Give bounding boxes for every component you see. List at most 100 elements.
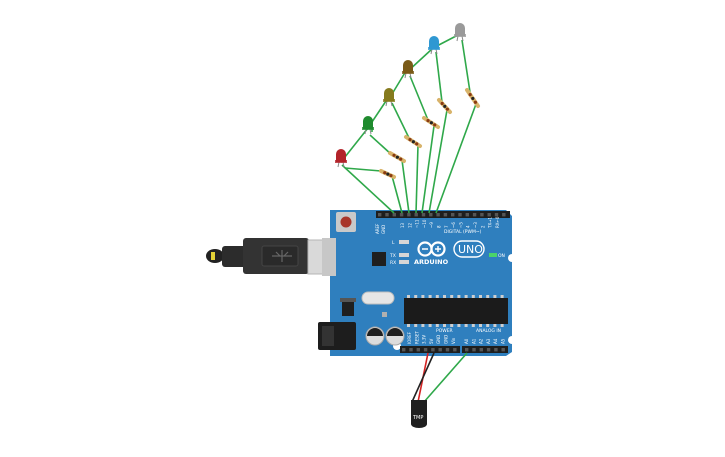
chip-pin bbox=[493, 295, 497, 298]
wire-pin-13[interactable] bbox=[391, 175, 403, 214]
wire-pin-9[interactable] bbox=[428, 109, 448, 214]
sensor-body bbox=[411, 400, 427, 428]
led-rx-indicator bbox=[399, 260, 409, 264]
resistor-band bbox=[399, 157, 403, 161]
header-pin[interactable] bbox=[494, 213, 499, 217]
header-pin[interactable] bbox=[502, 213, 506, 217]
smd-component bbox=[382, 312, 387, 317]
header-pin[interactable] bbox=[399, 213, 404, 217]
header-pin[interactable] bbox=[392, 213, 396, 217]
resistor-2[interactable] bbox=[388, 151, 406, 163]
power-header-pin[interactable] bbox=[416, 348, 420, 352]
analog-header-pin[interactable] bbox=[486, 348, 491, 352]
resistor-6[interactable] bbox=[465, 88, 480, 108]
led-tx-label: TX bbox=[389, 253, 396, 259]
analog-header-pin[interactable] bbox=[501, 348, 505, 352]
board-pcb bbox=[330, 210, 512, 356]
wire-red-led-gnd[interactable] bbox=[341, 164, 395, 214]
arduino-uno-board[interactable]: L TX RX ARDUINO UNO ON DIGITAL (PWM~) 13… bbox=[318, 210, 516, 356]
analog-header-pin[interactable] bbox=[465, 348, 469, 352]
reset-button[interactable] bbox=[340, 216, 352, 228]
header-pin[interactable] bbox=[472, 213, 477, 217]
power-header-pin[interactable] bbox=[402, 348, 406, 352]
wire-pin-11[interactable] bbox=[415, 144, 419, 214]
chip-pin bbox=[435, 295, 439, 298]
led-olive[interactable] bbox=[383, 88, 395, 107]
temperature-sensor[interactable]: TMP bbox=[411, 400, 427, 428]
resistor-5[interactable] bbox=[437, 98, 452, 114]
led-l-indicator bbox=[399, 240, 409, 244]
power-pin-label: GND bbox=[444, 335, 449, 344]
chip-pin bbox=[443, 324, 446, 327]
analog-header-pin[interactable] bbox=[479, 348, 483, 352]
header-pin[interactable] bbox=[378, 213, 382, 217]
wire-pin-8[interactable] bbox=[435, 103, 477, 214]
header-pin[interactable] bbox=[385, 213, 389, 217]
wire-pin-10[interactable] bbox=[421, 125, 435, 214]
atmega-microcontroller bbox=[404, 298, 508, 324]
header-pin[interactable] bbox=[487, 213, 491, 217]
header-pin[interactable] bbox=[407, 213, 411, 217]
header-pin[interactable] bbox=[421, 213, 426, 217]
bottom-header-pins bbox=[402, 348, 505, 352]
chip-pin bbox=[457, 295, 461, 298]
led-rx-label: RX bbox=[390, 260, 396, 266]
wire-blue-led-resistor[interactable] bbox=[435, 51, 443, 103]
power-header-pin[interactable] bbox=[438, 348, 442, 352]
led-dome bbox=[336, 149, 346, 162]
led-brown[interactable] bbox=[402, 60, 414, 79]
power-pin-label: 5V bbox=[429, 338, 434, 344]
wire-gray-led-resistor[interactable] bbox=[461, 39, 471, 93]
power-label: POWER bbox=[436, 328, 453, 334]
power-header-pin[interactable] bbox=[409, 348, 413, 352]
power-header-pin[interactable] bbox=[431, 348, 435, 352]
power-header-pin[interactable] bbox=[453, 348, 457, 352]
chip-pin bbox=[421, 295, 425, 298]
resistor-band bbox=[389, 173, 393, 178]
wire-green-led-resistor[interactable] bbox=[369, 134, 393, 156]
analog-pin-label: A5 bbox=[501, 338, 506, 344]
resistor-1[interactable] bbox=[379, 169, 396, 179]
header-pin[interactable] bbox=[451, 213, 455, 217]
chip-pin bbox=[457, 324, 461, 327]
led-green[interactable] bbox=[362, 116, 374, 135]
led-dome bbox=[384, 88, 394, 101]
resistor-band bbox=[411, 140, 415, 144]
header-pin[interactable] bbox=[443, 213, 448, 217]
digital-pin-label: 12 bbox=[407, 222, 412, 228]
wire-sensor-a0[interactable] bbox=[423, 352, 468, 403]
resistor-4[interactable] bbox=[422, 116, 440, 129]
header-pin[interactable] bbox=[429, 213, 433, 217]
led-gray[interactable] bbox=[454, 23, 466, 42]
wire-brown-led-resistor[interactable] bbox=[409, 75, 429, 121]
led-rim bbox=[362, 127, 374, 130]
resistor-band bbox=[386, 172, 390, 176]
wire-sensor-gnd[interactable] bbox=[411, 352, 435, 403]
chip-pin bbox=[428, 295, 432, 298]
resistor-band bbox=[433, 123, 437, 127]
led-red[interactable] bbox=[335, 149, 347, 168]
mounting-hole bbox=[508, 254, 516, 262]
power-header-pin[interactable] bbox=[445, 348, 450, 352]
power-header-pin[interactable] bbox=[423, 348, 428, 352]
wire-olive-led-resistor[interactable] bbox=[391, 102, 411, 141]
header-pin[interactable] bbox=[465, 213, 469, 217]
header-pin[interactable] bbox=[458, 213, 462, 217]
usb-interface-chip bbox=[372, 252, 386, 266]
analog-header-pin[interactable] bbox=[494, 348, 498, 352]
header-pin[interactable] bbox=[480, 213, 484, 217]
led-blue[interactable] bbox=[428, 36, 440, 55]
analog-pin-label: A2 bbox=[479, 338, 484, 344]
chip-pin bbox=[414, 324, 418, 327]
digital-pin-label: ~5 bbox=[458, 222, 463, 228]
resistor-3[interactable] bbox=[404, 135, 422, 148]
logo-infinity-right bbox=[430, 241, 446, 257]
header-pin[interactable] bbox=[436, 213, 440, 217]
capacitor-top bbox=[367, 328, 383, 336]
analog-header-pin[interactable] bbox=[472, 348, 476, 352]
resistor-band bbox=[440, 101, 444, 106]
header-pin[interactable] bbox=[414, 213, 418, 217]
wire-pin-12[interactable] bbox=[401, 159, 410, 214]
